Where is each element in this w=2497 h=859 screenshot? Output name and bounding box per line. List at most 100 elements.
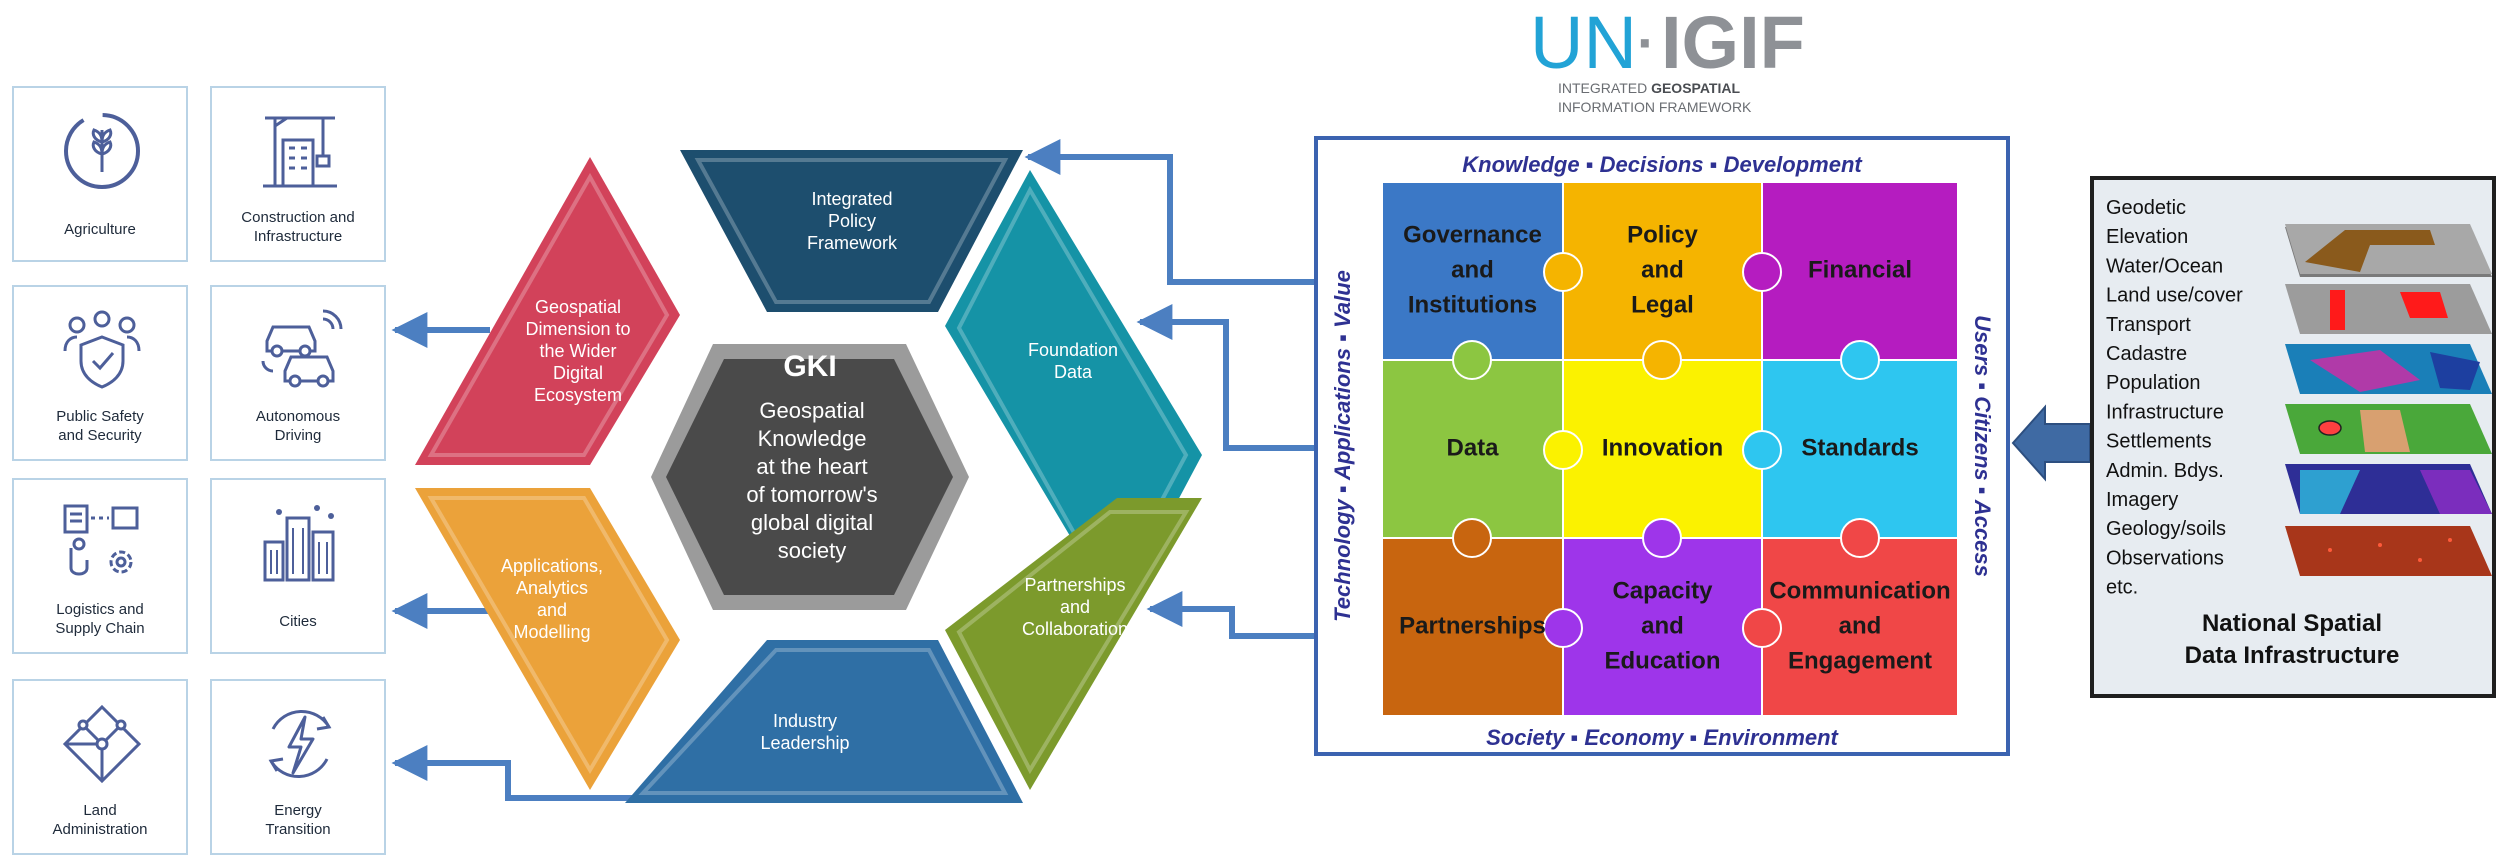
- nsdi-layer-item: Geology/soils: [2106, 518, 2226, 540]
- segment-label: and: [537, 600, 567, 620]
- puzzle-knob: [1840, 340, 1880, 380]
- nsdi-layer-item: Cadastre: [2106, 343, 2187, 365]
- sector-tile: Construction and Infrastructure: [210, 86, 386, 262]
- energy-cycle-icon: [268, 709, 332, 779]
- nsdi-title-2: Data Infrastructure: [2185, 642, 2400, 669]
- logo-subtitle-2: INFORMATION FRAMEWORK: [1558, 99, 1752, 115]
- puzzle-label: Communication: [1769, 577, 1950, 604]
- sector-tile: Energy Transition: [210, 679, 386, 855]
- gki-center: [666, 359, 953, 595]
- segment-label: Leadership: [760, 733, 849, 753]
- gki-hexagon: [415, 150, 1202, 803]
- logo-dot: ·: [1637, 11, 1656, 74]
- connectors: [391, 139, 2091, 801]
- puzzle-label: Engagement: [1788, 647, 1932, 674]
- puzzle-piece: [1562, 359, 1763, 539]
- sector-tile: Public Safety and Security: [12, 285, 188, 461]
- puzzle-label: Governance: [1403, 221, 1542, 248]
- nsdi-layer-item: Settlements: [2106, 431, 2212, 453]
- puzzle-piece: [1381, 359, 1564, 539]
- unigif-framework: Knowledge ▪ Decisions ▪ Development Soci…: [1314, 136, 2010, 756]
- sector-tile: Agriculture: [12, 86, 188, 262]
- segment-label: Analytics: [516, 578, 588, 598]
- segment-label: Applications,: [501, 556, 603, 576]
- nsdi-layer-item: Water/Ocean: [2106, 255, 2223, 277]
- sector-label: Land Administration: [52, 802, 148, 838]
- nsdi-layer-item: Geodetic: [2106, 197, 2186, 219]
- puzzle-label: Innovation: [1602, 434, 1723, 461]
- sector-tile: Logistics and Supply Chain: [12, 478, 188, 654]
- logo-igif: IGIF: [1661, 1, 1805, 84]
- puzzle-label: and: [1641, 256, 1684, 283]
- puzzle-piece: [1761, 537, 1959, 717]
- arrow-to-integrated-policy: [1024, 139, 1318, 285]
- sector-label: Agriculture: [64, 221, 136, 238]
- nsdi-layer-item: Population: [2106, 372, 2201, 394]
- puzzle-knob: [1452, 518, 1492, 558]
- gki-center-line: at the heart: [756, 454, 867, 479]
- puzzle-label: Data: [1446, 434, 1499, 461]
- nsdi-layer-item: Transport: [2106, 314, 2191, 336]
- puzzle-label: and: [1839, 612, 1882, 639]
- sector-tile: Cities: [210, 478, 386, 654]
- frame-top-text: Knowledge ▪ Decisions ▪ Development: [1462, 152, 1863, 177]
- puzzle-piece: [1381, 537, 1564, 717]
- segment-label: the Wider: [539, 341, 616, 361]
- sector-label: Construction and Infrastructure: [241, 209, 355, 245]
- puzzle-knob: [1642, 518, 1682, 558]
- gki-center-line: society: [778, 538, 846, 563]
- puzzle-knob: [1452, 340, 1492, 380]
- construction-crane-icon: [263, 116, 337, 188]
- puzzle-knob: [1543, 252, 1583, 292]
- unigif-logo: UN · IGIF INTEGRATED GEOSPATIAL INFORMAT…: [1530, 1, 1805, 115]
- frame-left-text: Technology ▪ Applications ▪ Value: [1330, 270, 1355, 622]
- segment-label: Dimension to: [525, 319, 630, 339]
- segment-label: Framework: [807, 233, 898, 253]
- sector-label: Autonomous Driving: [255, 408, 341, 444]
- segment-geospatial-dimension: [415, 157, 680, 465]
- segment-label: and: [1060, 597, 1090, 617]
- puzzle-label: Education: [1604, 647, 1720, 674]
- puzzle-label: Standards: [1801, 434, 1918, 461]
- puzzle-label: Institutions: [1408, 291, 1537, 318]
- puzzle-piece: [1381, 181, 1564, 361]
- segment-label: Foundation: [1028, 340, 1118, 360]
- puzzle-knob: [1642, 340, 1682, 380]
- autonomous-cars-icon: [261, 309, 343, 388]
- nsdi-layer-item: Land use/cover: [2106, 285, 2243, 307]
- nsdi-layer-item: etc.: [2106, 577, 2138, 599]
- frame-right-text: Users ▪ Citizens ▪ Access: [1970, 315, 1995, 577]
- sector-label: Cities: [279, 613, 317, 630]
- segment-label: Policy: [828, 211, 876, 231]
- segment-applications-analytics: [415, 488, 680, 790]
- sector-label: Energy Transition: [265, 802, 331, 838]
- gki-center-line: Knowledge: [758, 426, 867, 451]
- segment-label: Geospatial: [535, 297, 621, 317]
- puzzle-label: Financial: [1808, 256, 1912, 283]
- segment-label: Partnerships: [1024, 575, 1125, 595]
- nsdi-layer-item: Admin. Bdys.: [2106, 460, 2224, 482]
- sector-label: Logistics and Supply Chain: [55, 601, 145, 637]
- arrow-to-partnerships: [1146, 591, 1318, 639]
- segment-label: Digital: [553, 363, 603, 383]
- sector-tile: Autonomous Driving: [210, 285, 386, 461]
- arrow-nsdi-to-unigif: [2011, 404, 2091, 482]
- puzzle-label: Partnerships: [1399, 612, 1546, 639]
- gki-center-line: global digital: [751, 510, 873, 535]
- nsdi-layer-stack: [2285, 224, 2492, 576]
- puzzle-knob: [1742, 252, 1782, 292]
- puzzle-label: and: [1641, 612, 1684, 639]
- puzzle-grid: GovernanceandInstitutionsPolicyandLegalF…: [1381, 181, 1959, 717]
- segment-label: Modelling: [513, 622, 590, 642]
- nsdi-title-1: National Spatial: [2202, 610, 2382, 637]
- segment-partnerships-collaboration: [945, 498, 1202, 790]
- puzzle-label: Capacity: [1612, 577, 1713, 604]
- land-parcels-icon: [62, 704, 142, 784]
- segment-label: Collaboration: [1022, 619, 1128, 639]
- puzzle-label: Policy: [1627, 221, 1698, 248]
- arrow-to-sectors-bottom: [391, 745, 640, 801]
- gki-title: GKI: [783, 350, 836, 383]
